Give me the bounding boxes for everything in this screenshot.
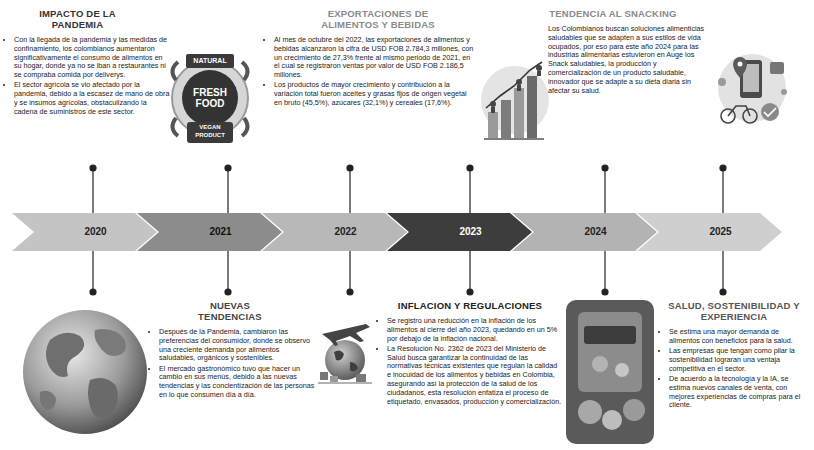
year-chevron: 2024 xyxy=(512,213,657,251)
bullet-text: El sector agrícola se vio afectado por l… xyxy=(14,81,170,116)
badge-text: VEGAN PRODUCT xyxy=(190,124,230,139)
bullet-list: Al mes de octubre del 2022, las exportac… xyxy=(265,36,475,108)
year-label: 2023 xyxy=(459,226,481,238)
chevron-fill xyxy=(137,213,282,251)
bullet-text: De acuerdo a la tecnología y la IA, se e… xyxy=(669,375,810,410)
chevron-fill xyxy=(387,213,532,251)
year-label: 2025 xyxy=(709,226,731,238)
year-chevron: 2020 xyxy=(12,213,157,251)
year-chevron: 2023 xyxy=(387,213,532,251)
section-heading: EXPORTACIONES DE ALIMENTOS Y BEBIDAS xyxy=(313,8,443,30)
section-heading: IMPACTO DE LA PANDEMIA xyxy=(20,8,135,30)
bullet-list: Se estima una mayor demanda de alimentos… xyxy=(660,328,810,410)
chevron-fill xyxy=(637,213,782,251)
year-label: 2021 xyxy=(209,226,231,238)
bullet-text: El mercado gastronómico tuvo que hacer u… xyxy=(159,365,315,400)
section-heading: SALUD, SOSTENIBILIDAD Y EXPERIENCIA xyxy=(658,300,810,322)
year-label: 2024 xyxy=(584,226,606,238)
section-body: Se registro una reducción en la inflació… xyxy=(378,317,562,408)
bullet-text: Los productos de mayor crecimiento y con… xyxy=(274,81,475,107)
bullet-text: Se registro una reducción en la inflació… xyxy=(387,317,562,343)
section-body: Después de la Pandemia, cambiaron las pr… xyxy=(150,328,315,401)
section-body: Se estima una mayor demanda de alimentos… xyxy=(660,328,810,412)
fresh-food-badge xyxy=(172,54,248,143)
badge-text: NATURAL xyxy=(186,56,234,66)
bullet-text: Después de la Pandemia, cambiaron las pr… xyxy=(159,328,315,363)
paragraph-text: Los Colombianos buscan soluciones alimen… xyxy=(548,25,710,95)
bullet-list: Se registro una reducción en la inflació… xyxy=(378,317,562,406)
year-label: 2020 xyxy=(84,226,106,238)
bullet-text: Las empresas que tengan como pilar la so… xyxy=(669,347,810,373)
section-body: Los Colombianos buscan soluciones alimen… xyxy=(548,25,710,95)
badge-text: FRESH FOOD xyxy=(185,87,235,109)
export-illustration xyxy=(318,324,372,383)
bullet-list: Con la llegada de la pandemia y las medi… xyxy=(5,36,170,117)
chevron-fill xyxy=(512,213,657,251)
section-body: Con la llegada de la pandemia y las medi… xyxy=(5,36,170,118)
year-chevron: 2021 xyxy=(137,213,282,251)
growth-chart-illustration xyxy=(481,62,549,139)
year-chevron: 2022 xyxy=(262,213,407,251)
bullet-list: Después de la Pandemia, cambiaron las pr… xyxy=(150,328,315,400)
year-label: 2022 xyxy=(334,226,356,238)
snack-photo xyxy=(566,300,654,444)
bullet-text: Con la llegada de la pandemia y las medi… xyxy=(14,36,170,80)
section-heading: NUEVAS TENDENCIAS xyxy=(190,300,270,322)
section-heading: TENDENCIA AL SNACKING xyxy=(548,8,678,19)
bullet-text: Se estima una mayor demanda de alimentos… xyxy=(669,328,810,346)
bullet-text: Al mes de octubre del 2022, las exportac… xyxy=(274,36,475,80)
lifestyle-icons xyxy=(718,54,787,123)
bullet-text: La Resolución No. 2362 de 2023 del Minis… xyxy=(387,345,562,407)
chevron-fill xyxy=(262,213,407,251)
leader-lines xyxy=(90,165,726,295)
section-heading: INFLACION Y REGULACIONES xyxy=(380,300,560,311)
chevron-fill xyxy=(12,213,157,251)
year-chevron: 2025 xyxy=(637,213,782,251)
globe-illustration xyxy=(23,310,147,434)
section-body: Al mes de octubre del 2022, las exportac… xyxy=(265,36,475,109)
